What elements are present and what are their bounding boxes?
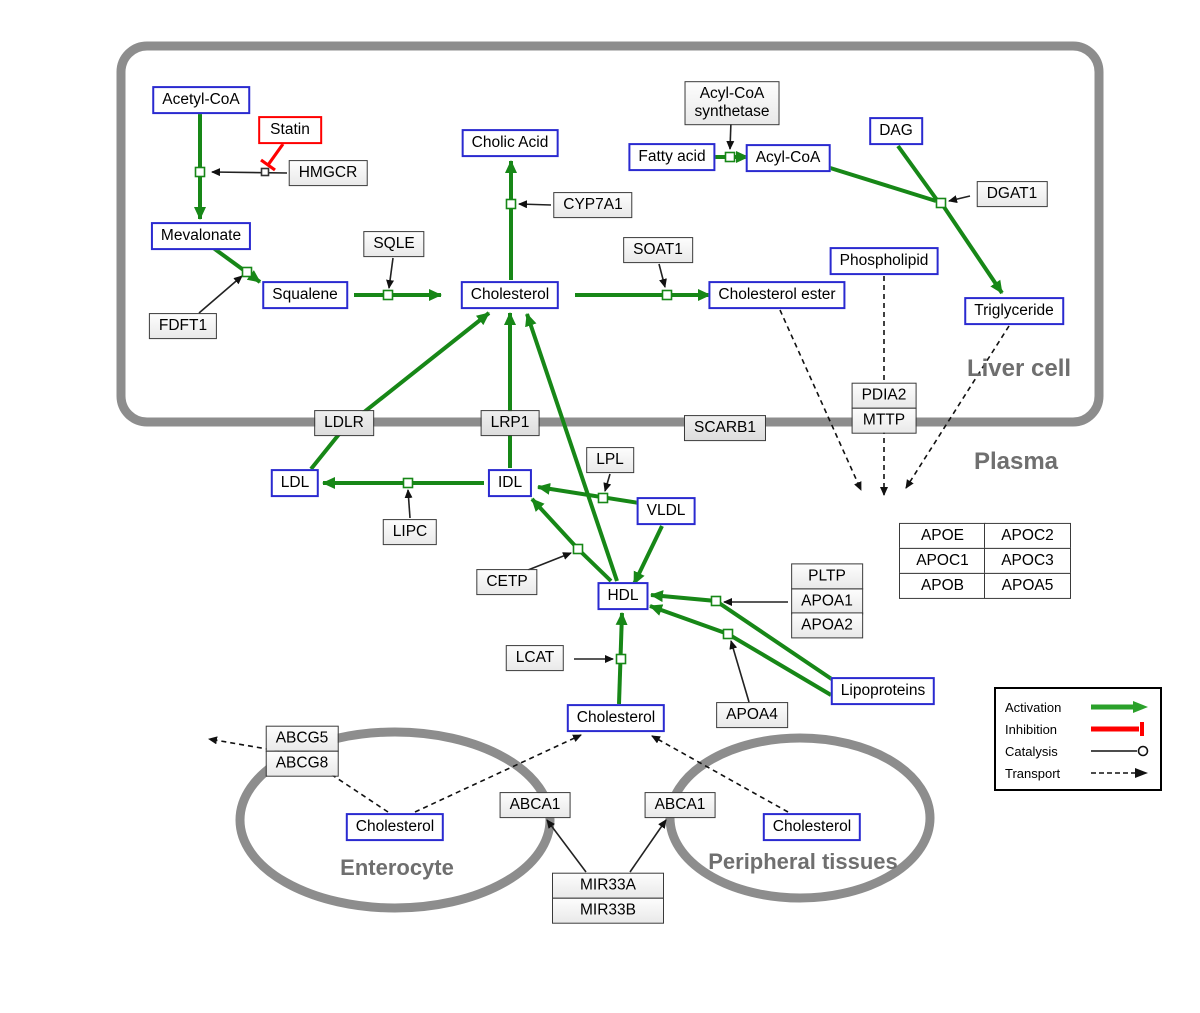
node-apoe[interactable]: APOE	[899, 523, 986, 550]
node-squalene[interactable]: Squalene	[262, 281, 348, 309]
node-apoa1[interactable]: APOA1	[791, 588, 863, 614]
node-abca1-enterocyte[interactable]: ABCA1	[499, 792, 571, 818]
legend-catalysis-label: Catalysis	[1005, 743, 1058, 759]
legend-activation-row: Activation	[1005, 696, 1151, 718]
node-abcg5[interactable]: ABCG5	[265, 725, 339, 752]
node-dag[interactable]: DAG	[869, 117, 923, 145]
catalysis-edges	[198, 120, 971, 873]
legend-activation-label: Activation	[1005, 699, 1062, 715]
inhibition-tbar-icon	[1091, 722, 1144, 736]
liver-cell-label: Liver cell	[966, 355, 1072, 382]
node-ldl[interactable]: LDL	[270, 469, 320, 497]
node-acyl-coa-synthetase[interactable]: Acyl-CoA synthetase	[684, 81, 780, 125]
node-apob[interactable]: APOB	[899, 572, 986, 599]
node-mir33a[interactable]: MIR33A	[552, 872, 664, 899]
legend-transport-row: Transport	[1005, 762, 1151, 784]
node-triglyceride[interactable]: Triglyceride	[964, 297, 1064, 325]
node-apoc2[interactable]: APOC2	[984, 523, 1071, 550]
node-cholesterol-peripheral[interactable]: Cholesterol	[762, 813, 862, 841]
liver-cell-membrane	[116, 41, 1104, 427]
node-statin[interactable]: Statin	[258, 116, 322, 144]
legend: Activation Inhibition Catalysis Transpor…	[994, 687, 1162, 791]
node-hmgcr[interactable]: HMGCR	[288, 160, 368, 186]
plasma-label: Plasma	[973, 448, 1059, 475]
node-acetyl-coa[interactable]: Acetyl-CoA	[152, 86, 250, 114]
legend-inhibition-row: Inhibition	[1005, 718, 1151, 740]
node-sqle[interactable]: SQLE	[363, 231, 425, 257]
node-cholesterol-plasma[interactable]: Cholesterol	[566, 704, 666, 732]
legend-catalysis-row: Catalysis	[1005, 740, 1151, 762]
pltp-apoa1-apoa2-stack: PLTP APOA1 APOA2	[791, 563, 863, 639]
pdia2-mttp-stack: PDIA2 MTTP	[851, 382, 917, 434]
node-cholesterol-liver[interactable]: Cholesterol	[460, 281, 560, 309]
node-vldl[interactable]: VLDL	[636, 497, 696, 525]
node-pltp[interactable]: PLTP	[791, 563, 863, 590]
peripheral-tissues-label: Peripheral tissues	[708, 849, 898, 874]
node-ldlr[interactable]: LDLR	[314, 410, 374, 436]
node-idl[interactable]: IDL	[487, 469, 533, 497]
transport-dashed-arrow-icon	[1091, 768, 1148, 778]
node-fdft1[interactable]: FDFT1	[148, 313, 218, 339]
enterocyte-label: Enterocyte	[340, 855, 454, 880]
acs-line2: synthetase	[694, 103, 770, 120]
acs-line1: Acyl-CoA	[699, 85, 765, 103]
node-apoa4[interactable]: APOA4	[716, 702, 788, 728]
node-mir33b[interactable]: MIR33B	[552, 897, 664, 924]
reaction-node-squares	[194, 151, 947, 665]
abcg5-abcg8-stack: ABCG5 ABCG8	[265, 725, 339, 777]
node-cetp[interactable]: CETP	[476, 569, 538, 595]
node-abca1-peripheral[interactable]: ABCA1	[644, 792, 716, 818]
node-fatty-acid[interactable]: Fatty acid	[628, 143, 716, 171]
legend-inhibition-label: Inhibition	[1005, 721, 1058, 737]
node-abcg8[interactable]: ABCG8	[265, 750, 339, 777]
node-lcat[interactable]: LCAT	[505, 645, 565, 671]
node-cholic-acid[interactable]: Cholic Acid	[461, 129, 559, 157]
activation-arrow-icon	[1091, 701, 1148, 713]
node-scarb1[interactable]: SCARB1	[683, 415, 767, 441]
node-dgat1[interactable]: DGAT1	[976, 181, 1048, 207]
node-lipoproteins[interactable]: Lipoproteins	[830, 677, 936, 705]
node-mttp[interactable]: MTTP	[851, 407, 917, 434]
node-soat1[interactable]: SOAT1	[623, 237, 693, 263]
node-apoc3[interactable]: APOC3	[984, 548, 1071, 574]
node-pdia2[interactable]: PDIA2	[851, 382, 917, 409]
node-lpl[interactable]: LPL	[586, 447, 634, 473]
node-lipc[interactable]: LIPC	[382, 519, 438, 545]
inhibition-edge	[260, 143, 285, 172]
node-apoa5[interactable]: APOA5	[984, 572, 1071, 599]
node-acyl-coa[interactable]: Acyl-CoA	[745, 144, 831, 172]
mir33-stack: MIR33A MIR33B	[552, 872, 664, 924]
apolipoprotein-table: APOE APOC2 APOC1 APOC3 APOB APOA5	[899, 523, 1071, 599]
catalysis-circle-icon	[1091, 745, 1149, 757]
legend-transport-label: Transport	[1005, 765, 1061, 781]
node-phospholipid[interactable]: Phospholipid	[829, 247, 939, 275]
node-lrp1[interactable]: LRP1	[480, 410, 540, 436]
node-cyp7a1[interactable]: CYP7A1	[553, 192, 633, 218]
peripheral-tissues-membrane	[665, 733, 935, 903]
node-apoc1[interactable]: APOC1	[899, 548, 986, 574]
node-hdl[interactable]: HDL	[597, 582, 649, 610]
node-cholesterol-ester[interactable]: Cholesterol ester	[708, 281, 846, 309]
node-mevalonate[interactable]: Mevalonate	[150, 222, 252, 250]
node-cholesterol-enterocyte[interactable]: Cholesterol	[345, 813, 445, 841]
node-apoa2[interactable]: APOA2	[791, 612, 863, 639]
